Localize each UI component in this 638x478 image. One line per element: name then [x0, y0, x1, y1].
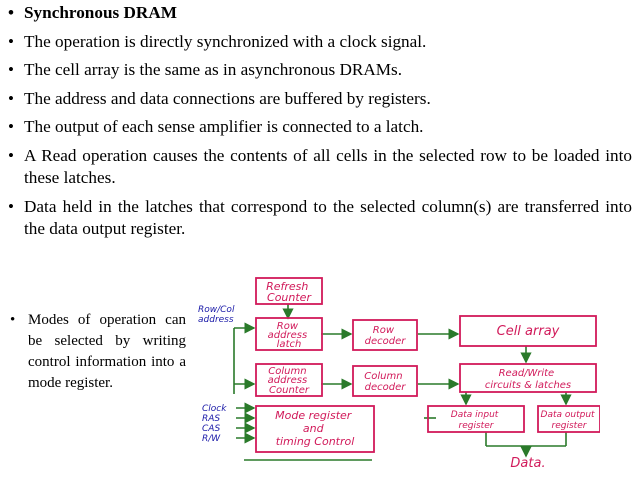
data-output-register-label: Data output — [541, 410, 596, 420]
mode-register-box — [255, 405, 375, 453]
cas-input-label: CAS — [202, 424, 220, 434]
row-address-latch-label: Row — [277, 321, 299, 332]
row-address-latch-label: latch — [277, 339, 302, 350]
mode-register-label: timing Control — [276, 435, 355, 448]
column-address-counter-label: Column — [268, 366, 306, 377]
bullet-item: A Read operation causes the contents of … — [6, 145, 632, 189]
main-bullet-list: Synchronous DRAM The operation is direct… — [6, 2, 632, 246]
data-output-register-box — [537, 405, 600, 433]
rw-input-label: R/W — [202, 434, 221, 444]
cell-array-box — [459, 315, 597, 347]
row-decoder-label: decoder — [365, 336, 407, 347]
svg-text:Clock RAS CAS: Clock RAS CAS R/W — [202, 404, 229, 444]
data-input-register-label: register — [459, 421, 495, 431]
mode-register-label: Mode register — [275, 409, 353, 422]
refresh-counter-label: Refresh — [266, 280, 308, 293]
bullet-item: The output of each sense amplifier is co… — [6, 116, 632, 138]
column-decoder-box — [352, 365, 418, 397]
svg-text:Data input register: Data input register — [451, 410, 501, 431]
side-note: Modes of operation can be selected by wr… — [8, 310, 186, 394]
cell-array-label: Cell array — [497, 324, 560, 339]
refresh-counter-box — [255, 277, 323, 305]
read-write-box — [459, 363, 597, 393]
connector-lines — [233, 304, 572, 461]
svg-text:Mode register and: Mode register and timing Control — [275, 409, 355, 448]
data-output-register-label: register — [552, 421, 588, 431]
read-write-label: circuits & latches — [485, 380, 571, 391]
ras-input-label: RAS — [202, 414, 220, 424]
bullet-item: The cell array is the same as in asynchr… — [6, 59, 632, 81]
clock-input-label: Clock — [202, 404, 227, 414]
bullet-item: The address and data connections are buf… — [6, 88, 632, 110]
bullet-title: Synchronous DRAM — [6, 2, 632, 24]
sdram-block-diagram: Refresh Counter Row/Col address Row addr… — [198, 277, 600, 471]
row-col-address-label: Row/Col — [198, 305, 235, 315]
column-decoder-label: Column — [364, 371, 402, 382]
side-bullet-list: Modes of operation can be selected by wr… — [8, 310, 186, 394]
row-address-latch-label: address — [268, 330, 308, 341]
column-address-counter-box — [255, 363, 323, 397]
refresh-counter-label: Counter — [267, 291, 312, 304]
row-address-latch-box — [255, 317, 323, 351]
read-write-label: Read/Write — [499, 368, 555, 379]
svg-text:Read/Write circuits & la: Read/Write circuits & latches — [485, 368, 571, 391]
bullet-item: The operation is directly synchronized w… — [6, 31, 632, 53]
row-decoder-label: Row — [373, 325, 395, 336]
data-label: Data. — [510, 456, 545, 471]
svg-text:Data output register: Data output register — [541, 410, 598, 431]
svg-text:Row decoder: Row decoder — [365, 325, 407, 347]
svg-text:Column address Cou: Column address Counter — [268, 366, 311, 396]
svg-text:Row/Col address: Row/Col address — [198, 305, 237, 325]
mode-register-label: and — [303, 422, 325, 435]
data-input-register-box — [427, 405, 525, 433]
svg-text:Row address latch: Row address latch — [268, 321, 311, 350]
bullet-item: Data held in the latches that correspond… — [6, 196, 632, 240]
column-address-counter-label: address — [268, 375, 308, 386]
svg-text:Column decoder: Column decoder — [364, 371, 406, 393]
row-col-address-label: address — [198, 315, 234, 325]
column-decoder-label: decoder — [365, 382, 407, 393]
svg-text:Refresh Counter: Refresh Counter — [266, 280, 312, 304]
row-decoder-box — [352, 319, 418, 351]
data-input-register-label: Data input — [451, 410, 499, 420]
column-address-counter-label: Counter — [269, 385, 310, 396]
